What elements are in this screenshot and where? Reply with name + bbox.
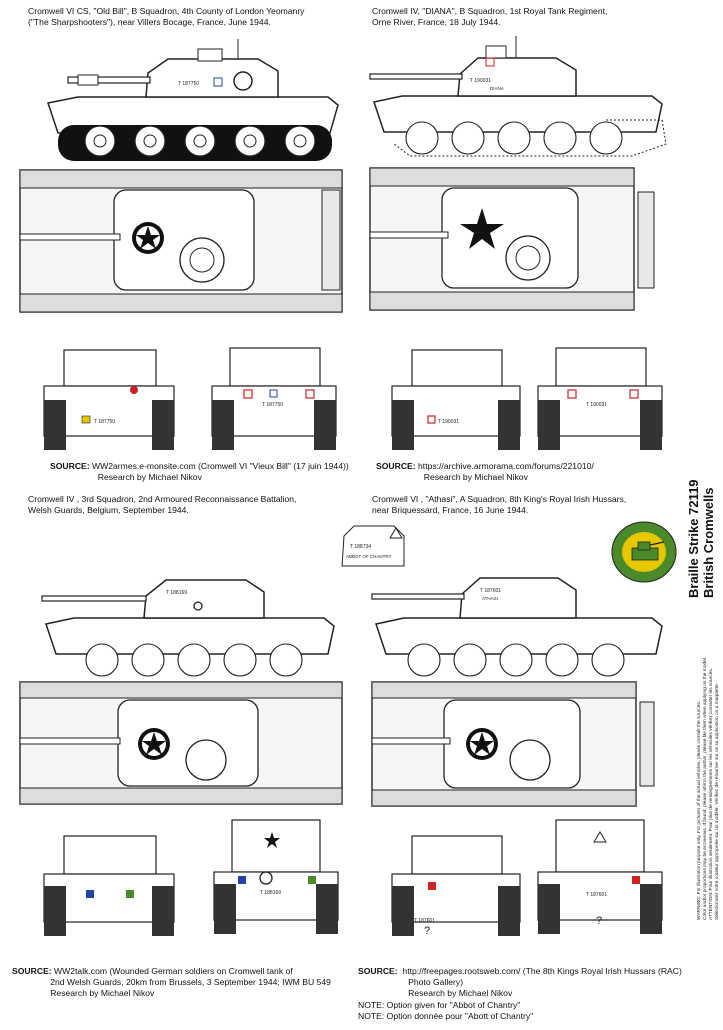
tank1-serial: T 187750 bbox=[178, 81, 199, 87]
svg-text:T 188169: T 188169 bbox=[260, 890, 281, 896]
tank3-serial: T 188169 bbox=[166, 590, 187, 596]
tank3-inset-serial: T 188734 bbox=[350, 544, 371, 550]
tank2-side-view: T 190031 DIANA bbox=[366, 34, 670, 160]
svg-text:T 187750: T 187750 bbox=[94, 419, 115, 425]
tank1-side-view: T 187750 bbox=[38, 33, 346, 161]
caption-tank4: Cromwell VI , "Athasi", A Squadron, 8th … bbox=[372, 494, 627, 515]
tank1-top-view bbox=[18, 168, 344, 314]
source-tank2: SOURCE: https://archive.armorama.com/for… bbox=[376, 461, 594, 482]
tank3-front-view bbox=[34, 810, 184, 940]
tank2-rear-view: T 190031 bbox=[532, 320, 668, 450]
warning-text: WARNING: For illustration purpose only. … bbox=[697, 656, 720, 920]
tank4-name: ATHASI bbox=[482, 596, 498, 601]
tank4-top-view bbox=[370, 680, 656, 808]
tank4-serial: T 187601 bbox=[480, 588, 501, 594]
caption-tank3: Cromwell IV , 3rd Squadron, 2nd Armoured… bbox=[28, 494, 297, 515]
svg-text:T 187750: T 187750 bbox=[262, 402, 283, 408]
svg-text:T 187601: T 187601 bbox=[414, 918, 435, 924]
source-tank1: SOURCE: WW2armes.e-monsite.com (Cromwell… bbox=[50, 461, 349, 482]
source-tank3: SOURCE: WW2talk.com (Wounded German sold… bbox=[12, 966, 331, 998]
tank2-name: DIANA bbox=[490, 86, 504, 91]
tank4-rear-question: ? bbox=[596, 915, 602, 927]
tank3-inset-turret: T 188734 ABBOT OF CHANTRY bbox=[338, 522, 408, 570]
tank2-serial: T 190031 bbox=[470, 78, 491, 84]
svg-text:T 190031: T 190031 bbox=[586, 402, 607, 408]
notes: NOTE: Option given for "Abbot of Chantry… bbox=[358, 1000, 534, 1021]
caption-tank1: Cromwell VI CS, "Old Bill", B Squadron, … bbox=[28, 6, 305, 27]
caption-tank2: Cromwell IV, "DIANA", B Squadron, 1st Ro… bbox=[372, 6, 608, 27]
svg-text:T 190031: T 190031 bbox=[438, 419, 459, 425]
tank4-front-question: ? bbox=[424, 925, 430, 937]
tank4-front-view: T 187601 ? bbox=[384, 810, 528, 940]
tank2-top-view bbox=[368, 166, 656, 312]
tank2-front-view: T 190031 bbox=[384, 320, 528, 450]
tank3-side-view: T 188169 bbox=[36, 568, 344, 680]
tank3-inset-name: ABBOT OF CHANTRY bbox=[346, 554, 392, 559]
tank1-rear-view: T 187750 bbox=[206, 320, 342, 450]
source-tank4: SOURCE: http://freepages.rootsweb.com/ (… bbox=[358, 966, 682, 998]
tank3-top-view bbox=[18, 680, 344, 806]
braille-strike-emblem bbox=[610, 520, 678, 584]
tank1-front-view: T 187750 bbox=[34, 320, 184, 450]
tank4-side-view: T 187601 ATHASI bbox=[368, 564, 672, 680]
tank3-rear-view: T 188169 bbox=[210, 806, 342, 940]
svg-text:T 187601: T 187601 bbox=[586, 892, 607, 898]
tank4-rear-view: T 187601 ? bbox=[532, 806, 668, 940]
